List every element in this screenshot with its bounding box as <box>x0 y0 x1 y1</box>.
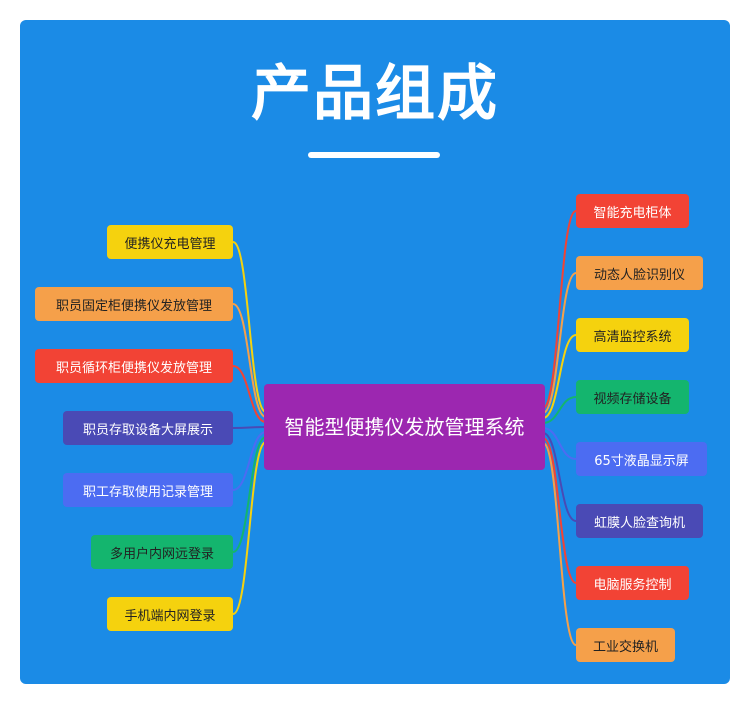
right-link <box>542 442 577 646</box>
right-link <box>542 210 577 409</box>
right-node[interactable]: 虹膜人脸查询机 <box>576 504 703 538</box>
left-node[interactable]: 便携仪充电管理 <box>107 225 233 259</box>
left-link <box>232 441 267 615</box>
left-node[interactable]: 职员固定柜便携仪发放管理 <box>35 287 233 321</box>
left-link <box>232 431 267 491</box>
left-node[interactable]: 职工存取使用记录管理 <box>63 473 233 507</box>
right-node[interactable]: 电脑服务控制 <box>576 566 689 600</box>
page-title: 产品组成 <box>251 59 499 129</box>
left-link <box>232 241 267 413</box>
title-underline <box>308 152 440 158</box>
center-node[interactable]: 智能型便携仪发放管理系统 <box>264 384 545 470</box>
left-node[interactable]: 职员存取设备大屏展示 <box>63 411 233 445</box>
right-node[interactable]: 65寸液晶显示屏 <box>576 442 707 476</box>
right-link <box>542 396 577 424</box>
right-node[interactable]: 高清监控系统 <box>576 318 689 352</box>
left-node[interactable]: 多用户内网远登录 <box>91 535 233 569</box>
left-node[interactable]: 手机端内网登录 <box>107 597 233 631</box>
right-link <box>542 437 577 584</box>
right-link <box>542 334 577 419</box>
right-node[interactable]: 动态人脸识别仪 <box>576 256 703 290</box>
right-link <box>542 272 577 414</box>
right-node[interactable]: 工业交换机 <box>576 628 675 662</box>
left-link <box>232 436 267 553</box>
right-link <box>542 427 577 460</box>
right-node[interactable]: 视频存储设备 <box>576 380 689 414</box>
left-node[interactable]: 职员循环柜便携仪发放管理 <box>35 349 233 383</box>
left-link <box>232 365 267 423</box>
right-node[interactable]: 智能充电柜体 <box>576 194 689 228</box>
left-link <box>232 426 267 429</box>
left-link <box>232 303 267 418</box>
right-link <box>542 432 577 522</box>
